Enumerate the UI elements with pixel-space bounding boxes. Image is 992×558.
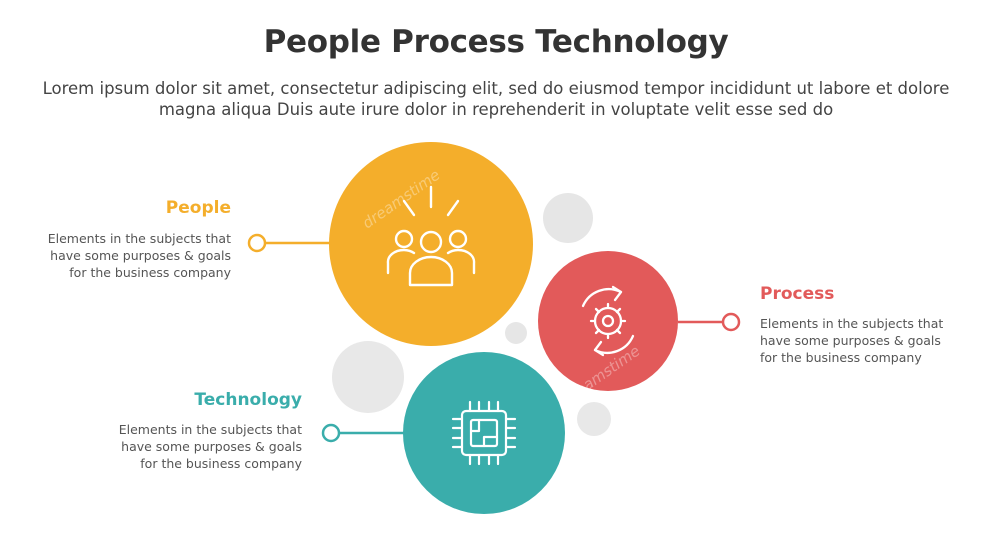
page-subtitle: Lorem ipsum dolor sit amet, consectetur … [42, 79, 950, 119]
decor-bubble [577, 402, 611, 436]
process-label: Process [760, 284, 835, 304]
process-circle [538, 251, 678, 391]
decor-bubble [505, 322, 527, 344]
process-description: Elements in the subjects that have some … [760, 316, 944, 365]
page-title: People Process Technology [263, 24, 729, 60]
people-description: Elements in the subjects that have some … [47, 231, 231, 280]
chip-icon [451, 400, 517, 466]
people-label: People [165, 198, 231, 218]
people-circle [329, 142, 533, 346]
decor-bubble [543, 193, 593, 243]
process-connector [678, 312, 741, 332]
technology-description: Elements in the subjects that have some … [118, 422, 302, 471]
gear-cycle-icon [581, 285, 635, 357]
people-connector [247, 233, 330, 253]
people-icon [386, 185, 476, 287]
technology-circle [403, 352, 565, 514]
decor-bubble [332, 341, 404, 413]
technology-connector [321, 423, 404, 443]
technology-label: Technology [194, 390, 302, 410]
